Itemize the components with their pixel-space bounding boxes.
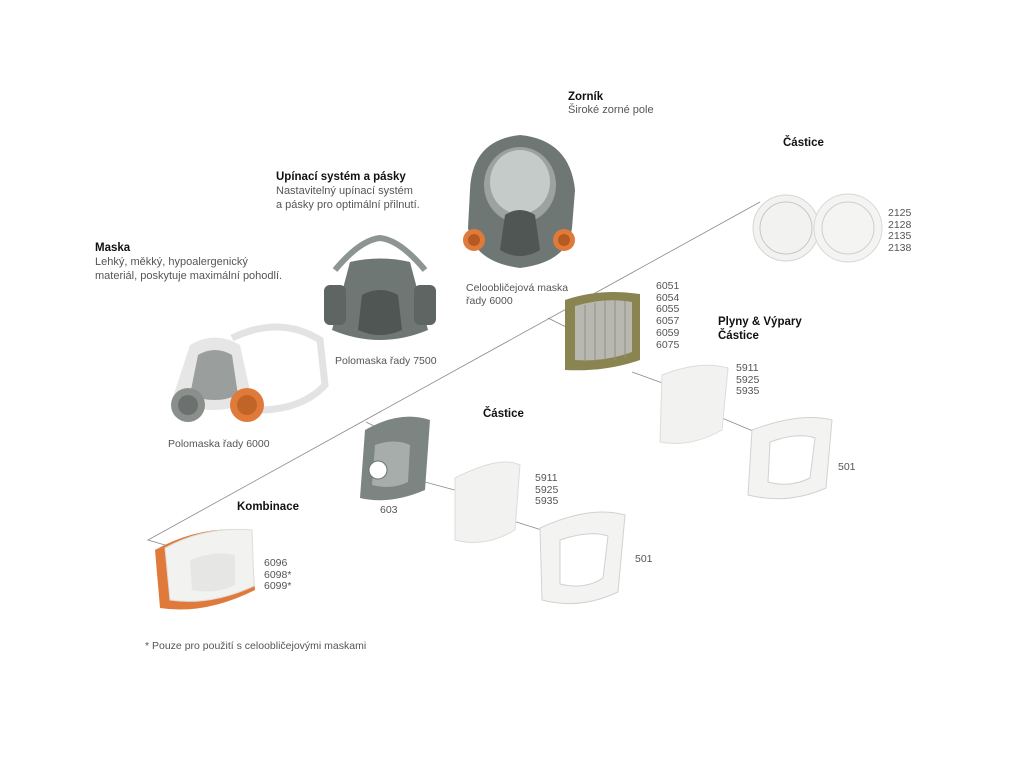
filter-pad-middle-image [454, 461, 521, 543]
code-item: 2125 [888, 207, 912, 219]
code-item: 5935 [736, 385, 760, 398]
gas-particles-title: Plyny & Výpary Částice [718, 316, 802, 342]
visor-title: Zorník [568, 91, 604, 103]
visor-description: Široké zorné pole [568, 104, 654, 116]
retainer-501-middle-image [539, 511, 626, 605]
mask-description: Lehký, měkký, hypoalergenický materiál, … [95, 256, 283, 282]
filter-pad-right-image [659, 364, 729, 444]
code-item: 6075 [656, 338, 680, 351]
code-item: 2128 [888, 218, 912, 231]
mask-title: Maska [95, 242, 131, 254]
half-mask-7500-caption: Polomaska řady 7500 [335, 355, 437, 367]
combination-codes: 6096 6098* 6099* [264, 557, 292, 593]
particles-top-codes: 2125 2128 2135 2138 [888, 207, 912, 255]
code-item: 5911 [736, 362, 759, 374]
particle-filters-image [752, 193, 883, 263]
full-face-mask-caption: Celoobličejová maska řady 6000 [466, 282, 569, 307]
code-item: 5925 [535, 483, 559, 496]
code-item: 6096 [264, 557, 288, 569]
gas-particles-codes: 5911 5925 5935 [736, 362, 760, 398]
code-item: 5935 [535, 495, 559, 508]
code-item: 6099* [264, 580, 292, 593]
particles-mid-title: Částice [483, 408, 524, 420]
retainer-501-right-label: 501 [838, 461, 856, 473]
straps-title: Upínací systém a pásky [276, 171, 406, 183]
code-item: 6059 [656, 326, 680, 339]
code-item: 6051 [656, 280, 680, 292]
adapter-603-image [360, 416, 430, 501]
code-item: 5911 [535, 472, 558, 484]
half-mask-7500-image [324, 234, 436, 340]
retainer-501-middle-label: 501 [635, 553, 653, 565]
code-item: 2138 [888, 242, 912, 255]
code-item: 6098* [264, 568, 292, 581]
code-item: 6054 [656, 291, 680, 304]
code-item: 2135 [888, 230, 912, 243]
combination-filter-image [155, 528, 255, 610]
particles-top-title: Částice [783, 137, 824, 149]
code-item: 6055 [656, 303, 680, 316]
full-face-mask-image [463, 135, 575, 268]
half-mask-6000-image [171, 323, 329, 422]
gas-cartridge-codes: 6051 6054 6055 6057 6059 6075 [656, 280, 680, 351]
particles-mid-codes: 5911 5925 5935 [535, 472, 559, 508]
half-mask-6000-caption: Polomaska řady 6000 [168, 438, 270, 450]
adapter-603-label: 603 [380, 504, 398, 516]
footnote: * Pouze pro použití s celoobličejovými m… [145, 640, 367, 652]
gas-cartridge-image [565, 292, 640, 371]
retainer-501-right-image [747, 417, 833, 500]
combination-title: Kombinace [237, 501, 299, 513]
straps-description: Nastavitelný upínací systém a pásky pro … [276, 185, 420, 211]
code-item: 5925 [736, 373, 760, 386]
code-item: 6057 [656, 315, 680, 328]
